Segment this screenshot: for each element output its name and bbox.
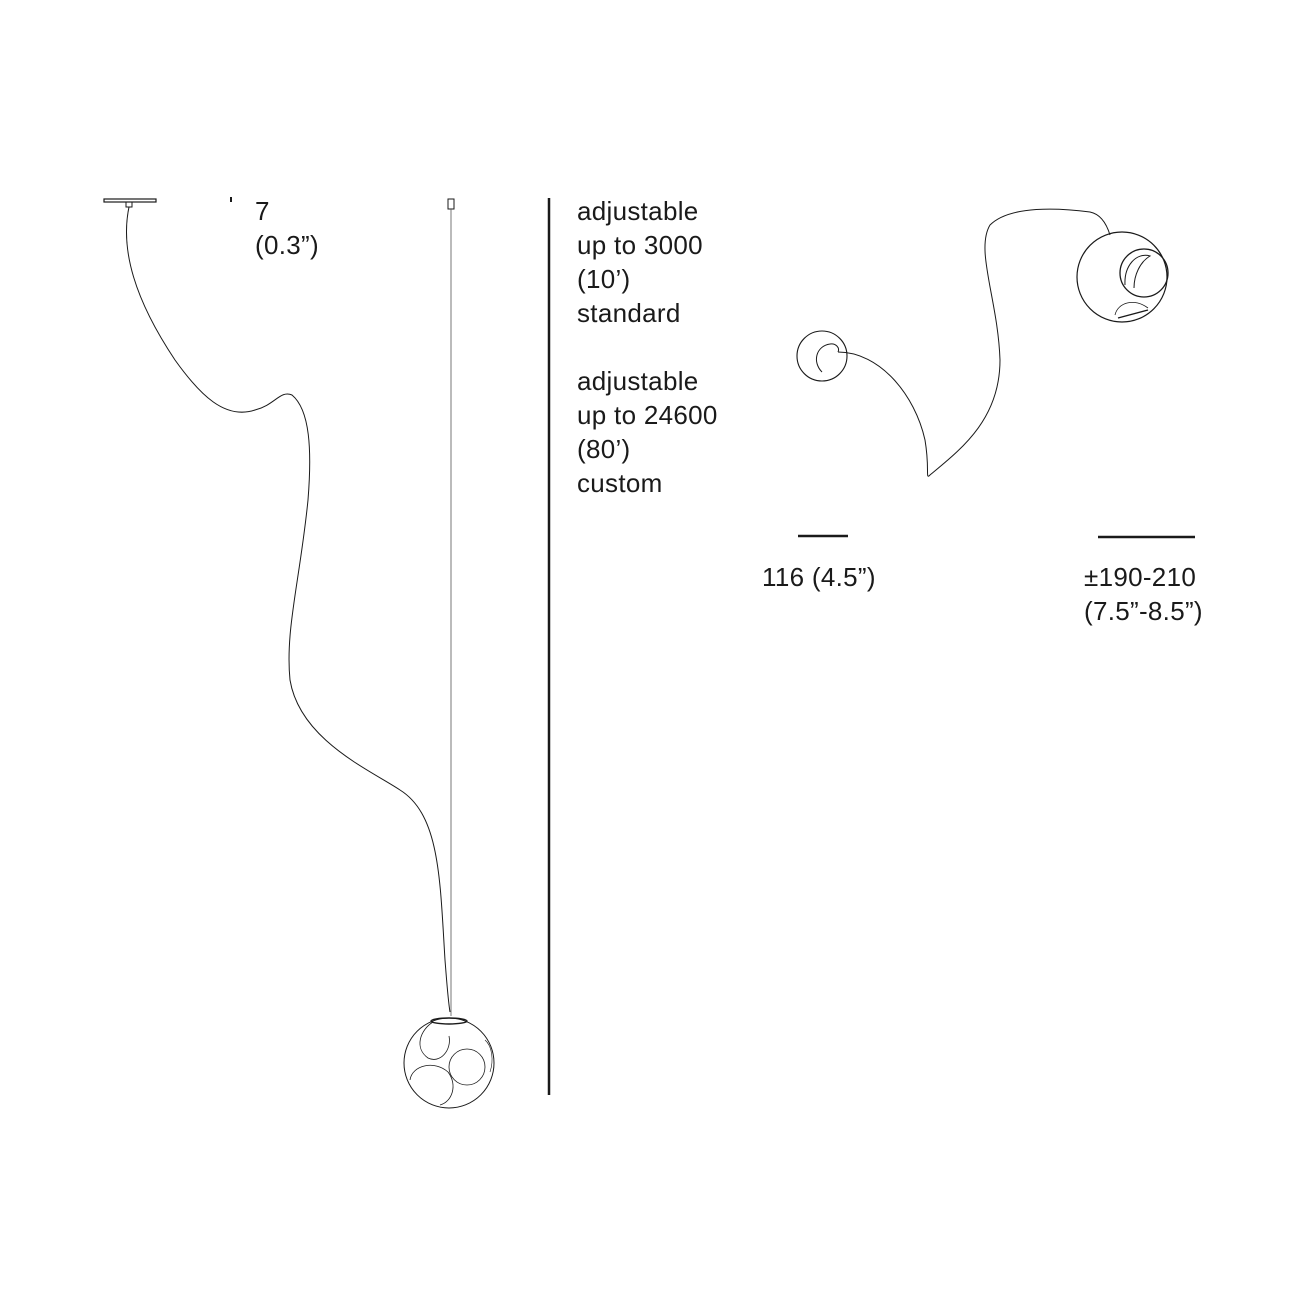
globe-diameter-line-2: (7.5”-8.5”) — [1084, 596, 1203, 626]
standard-line-1: adjustable — [577, 196, 699, 226]
rosette-diameter-text: 116 (4.5”) — [762, 562, 876, 592]
thickness-value: 7 — [255, 196, 270, 226]
glass-globe-top-view — [1076, 231, 1169, 323]
standard-line-4: standard — [577, 298, 681, 328]
custom-line-2: up to 24600 — [577, 400, 718, 430]
custom-cable-label: adjustable up to 24600 (80’) custom — [577, 364, 718, 500]
ceiling-canopy-side-view — [103, 198, 157, 208]
cable-top-view — [837, 208, 1111, 477]
custom-line-3: (80’) — [577, 434, 631, 464]
rosette-top-view — [796, 330, 848, 382]
standard-line-2: up to 3000 — [577, 230, 703, 260]
thickness-imperial: (0.3”) — [255, 230, 319, 260]
standard-cable-label: adjustable up to 3000 (10’) standard — [577, 194, 703, 330]
globe-diameter-line-1: ±190-210 — [1084, 562, 1197, 592]
custom-line-1: adjustable — [577, 366, 699, 396]
wavy-cable — [126, 206, 451, 1013]
straight-cable — [447, 198, 455, 1016]
standard-line-3: (10’) — [577, 264, 631, 294]
rosette-diameter-label: 116 (4.5”) — [762, 560, 876, 594]
globe-diameter-label: ±190-210 (7.5”-8.5”) — [1084, 560, 1203, 628]
custom-line-4: custom — [577, 468, 663, 498]
thickness-label: 7 (0.3”) — [255, 194, 319, 262]
glass-globe-side-view — [403, 1017, 495, 1109]
